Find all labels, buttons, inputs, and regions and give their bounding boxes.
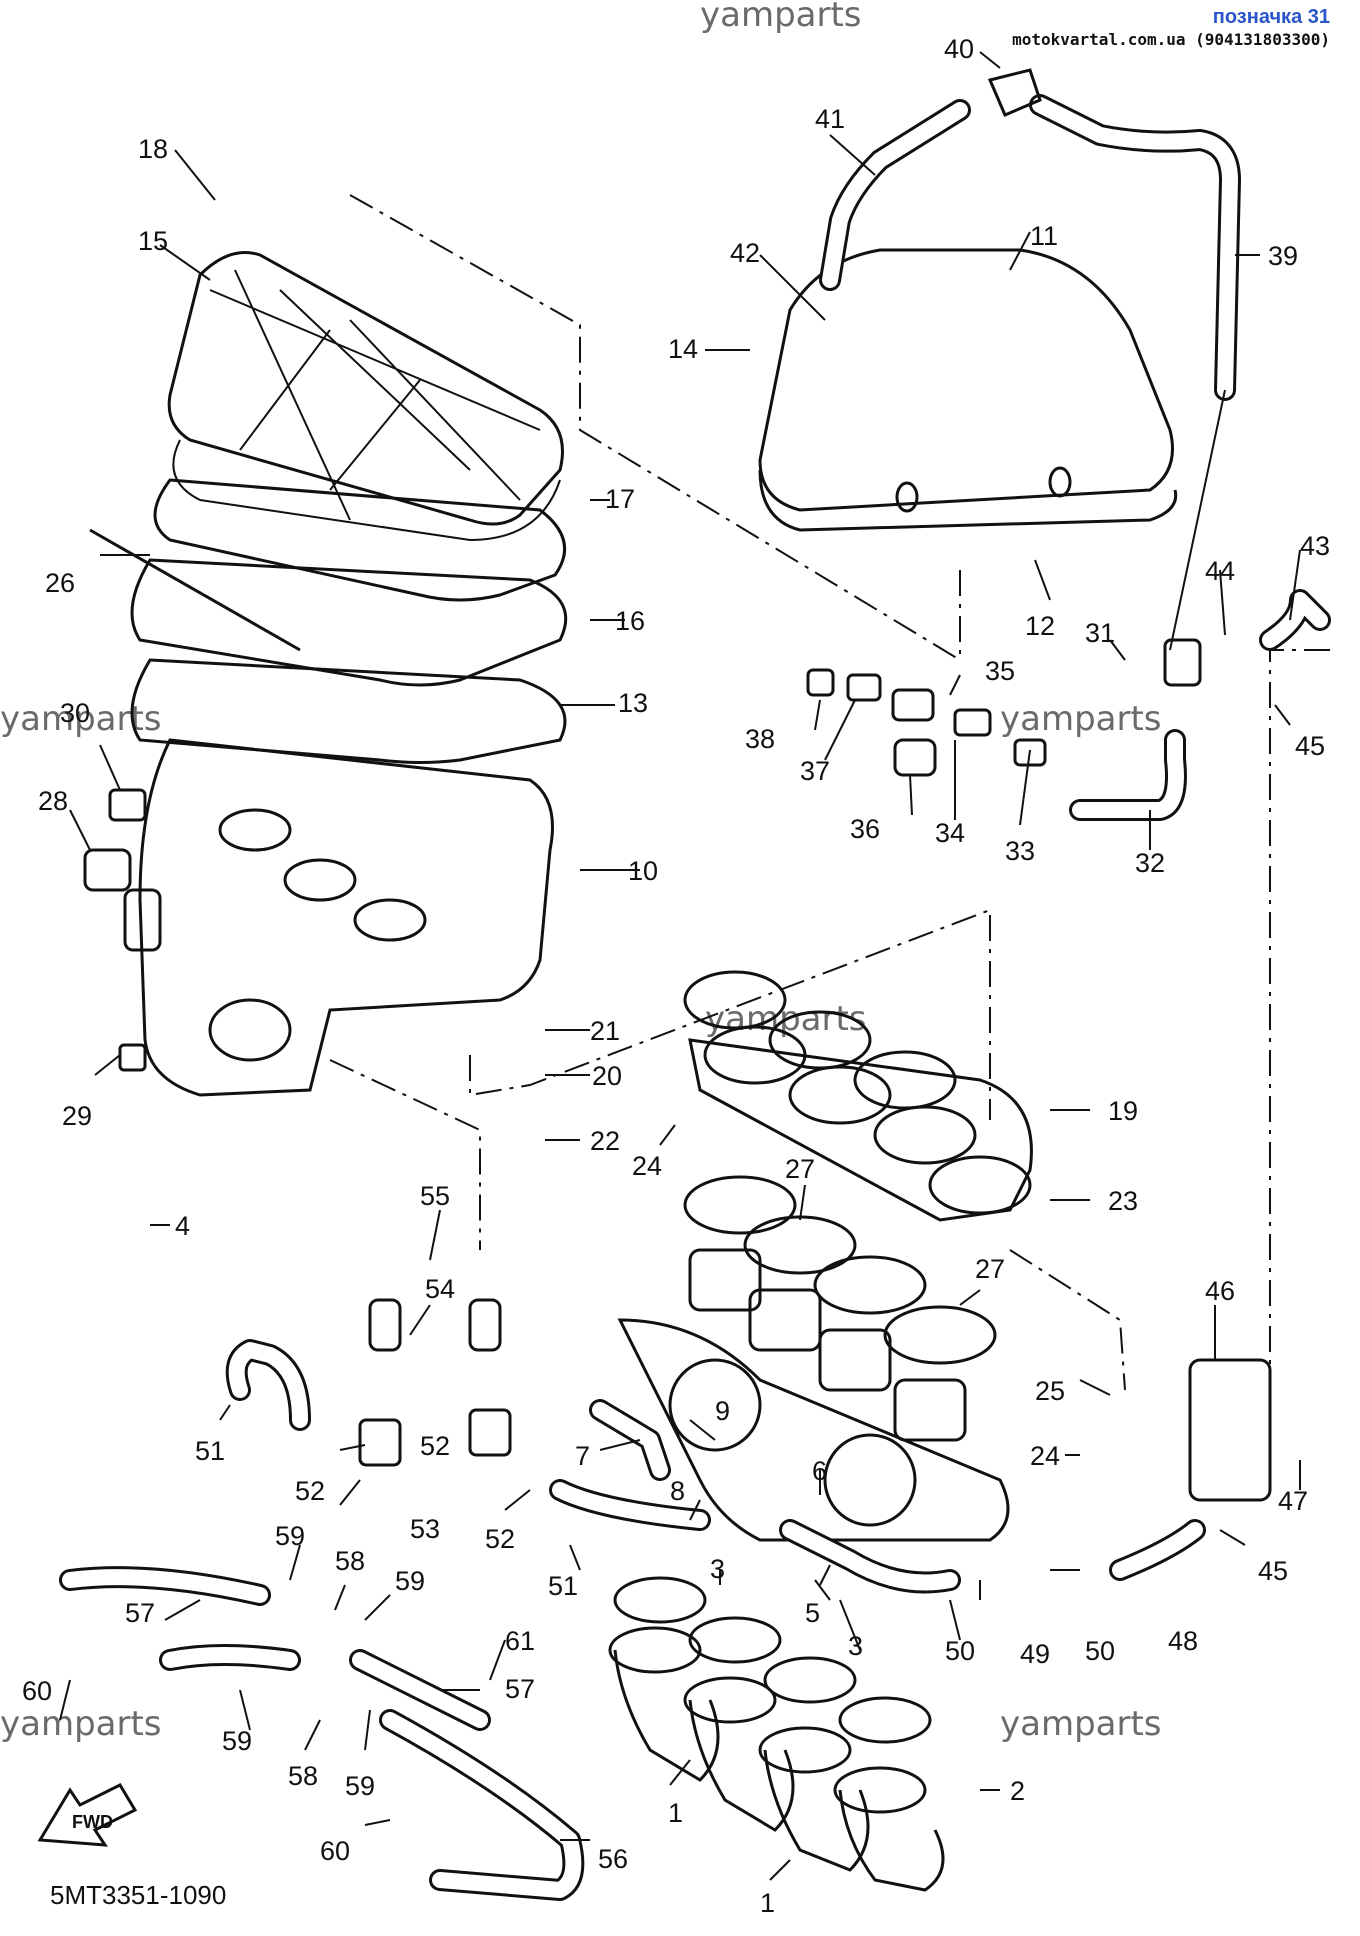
callout-33: 33 [1005,836,1035,866]
callout-59-d: 59 [345,1771,375,1801]
breather-hoses-top [819,68,1241,651]
callout-34: 34 [935,818,965,848]
watermark-bottom-left: yamparts [0,1704,162,1744]
callout-59-a: 59 [275,1521,305,1551]
callout-53: 53 [410,1514,440,1544]
callout-58-b: 58 [288,1761,318,1791]
reference-label: позначка 31 [1212,6,1330,28]
diagram-code: 5MT3351-1090 [50,1880,227,1910]
callout-20: 20 [592,1061,622,1091]
watermark-bottom-right: yamparts [1000,1704,1162,1744]
callout-9: 9 [715,1396,730,1426]
callout-16: 16 [615,606,645,636]
callout-42: 42 [730,238,760,268]
callout-57-b: 57 [505,1674,535,1704]
site-contact-label: motokvartal.com.ua (904131803300) [1012,30,1330,49]
callout-48: 48 [1168,1626,1198,1656]
callout-36: 36 [850,814,880,844]
breather-fittings [83,589,1331,1072]
callout-18: 18 [138,134,168,164]
callout-49: 49 [1020,1639,1050,1669]
callout-8: 8 [670,1476,685,1506]
callout-55: 55 [420,1181,450,1211]
assembly-lines [329,194,1330,1440]
callout-50-a: 50 [945,1636,975,1666]
intake-funnels [608,1576,945,1892]
callout-44: 44 [1205,556,1235,586]
callout-27-top: 27 [785,1154,815,1184]
callout-51-left: 51 [195,1436,225,1466]
callout-38: 38 [745,724,775,754]
callout-29: 29 [62,1101,92,1131]
fwd-arrow-icon: FWD [37,1783,138,1847]
callout-31: 31 [1085,618,1115,648]
callout-45-bottom: 45 [1258,1556,1288,1586]
callout-6: 6 [812,1456,827,1486]
callout-60-b: 60 [320,1836,350,1866]
callout-1-top: 1 [668,1798,683,1828]
watermark-top: yamparts [700,0,862,35]
callout-52-left: 52 [295,1476,325,1506]
callout-11: 11 [1030,221,1058,251]
callout-12: 12 [1025,611,1055,641]
callout-43: 43 [1300,531,1330,561]
callout-2: 2 [1010,1776,1025,1806]
callout-14: 14 [668,334,698,364]
callout-52-mid: 52 [420,1431,450,1461]
callout-32: 32 [1135,848,1165,878]
callout-61: 61 [505,1626,535,1656]
callout-46: 46 [1205,1276,1235,1306]
callout-7: 7 [575,1441,590,1471]
callout-23: 23 [1108,1186,1138,1216]
callout-26: 26 [45,568,75,598]
callout-3-top: 3 [710,1554,725,1584]
throttle-bodies [617,1175,1010,1542]
callout-1-bottom: 1 [760,1888,775,1918]
callout-51-bottom: 51 [548,1571,578,1601]
callout-60-a: 60 [22,1676,52,1706]
callout-27-mid: 27 [975,1254,1005,1284]
callout-56: 56 [598,1844,628,1874]
callout-41: 41 [815,104,845,134]
callout-17: 17 [605,484,635,514]
callout-24-top: 24 [632,1151,662,1181]
callout-15: 15 [138,226,168,256]
callout-35: 35 [985,656,1015,686]
air-filter-case [123,738,554,1097]
callout-57-a: 57 [125,1598,155,1628]
air-filter-cover [167,251,564,542]
leader-lines [59,51,1301,1881]
callout-52-right: 52 [485,1524,515,1554]
callout-numbers: 40 41 18 15 42 11 39 14 17 26 16 43 44 1… [22,34,1330,1918]
lower-hoses [59,1298,1272,1901]
callout-50-b: 50 [1085,1636,1115,1666]
callout-37: 37 [800,756,830,786]
callout-28: 28 [38,786,68,816]
callout-24-right: 24 [1030,1441,1060,1471]
callout-3-right: 3 [848,1631,863,1661]
callout-40: 40 [944,34,974,64]
callout-4: 4 [175,1211,190,1241]
callout-45-top: 45 [1295,731,1325,761]
callout-39: 39 [1268,241,1298,271]
fwd-label: FWD [72,1812,113,1832]
callout-25: 25 [1035,1376,1065,1406]
callout-59-c: 59 [222,1726,252,1756]
callout-10: 10 [628,856,658,886]
callout-21: 21 [590,1016,620,1046]
callout-13: 13 [618,688,648,718]
callout-59-b: 59 [395,1566,425,1596]
callout-47: 47 [1278,1486,1308,1516]
watermark-right: yamparts [1000,699,1162,739]
callout-58-a: 58 [335,1546,365,1576]
intake-joints [683,970,1033,1222]
intake-duct-cover [758,248,1178,532]
callout-54: 54 [425,1274,455,1304]
callout-5: 5 [805,1598,820,1628]
gaskets [89,478,568,764]
callout-22: 22 [590,1126,620,1156]
callout-30: 30 [60,698,90,728]
callout-19: 19 [1108,1096,1138,1126]
